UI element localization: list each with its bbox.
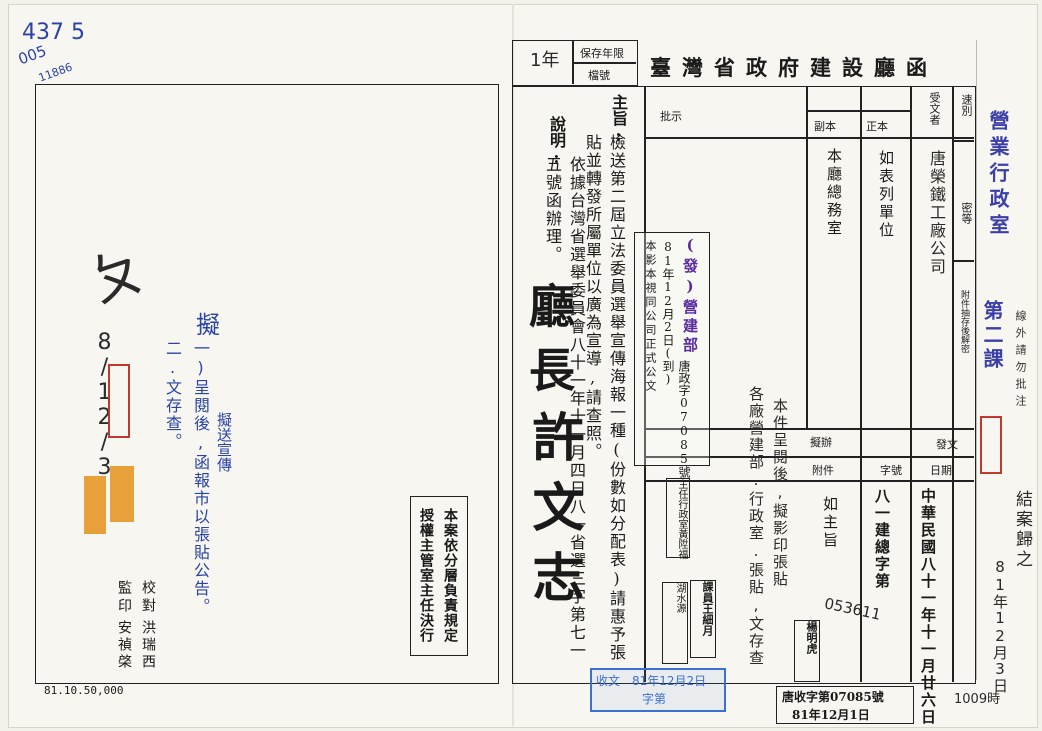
- attachments-value: 如主旨: [821, 496, 839, 550]
- director-label: 廳長: [522, 282, 576, 410]
- subject-label: 主旨:: [609, 94, 628, 145]
- left-page-frame: [35, 84, 499, 684]
- attachments-header: 附件: [812, 464, 834, 477]
- file-no-label: 檔號: [588, 69, 610, 82]
- main-header: 正本: [866, 120, 888, 133]
- handnote-2: 各廠營建部.行政室.張貼,文存查: [747, 386, 765, 667]
- receipt-stamp: 收文 81年12月2日 字第: [590, 668, 726, 712]
- instruction-label: 批示: [660, 110, 682, 123]
- subject-text: 檢送第二屆立法委員選舉宣傳海報一種(份數如分配表)請惠予張貼並轉發所屬單位以廣為…: [583, 134, 626, 662]
- receiver-header: 受文者: [928, 92, 941, 125]
- page-fold: [512, 4, 514, 726]
- orange-seal-2: [84, 476, 106, 534]
- signer-stamp: 楊明虎: [794, 620, 820, 682]
- rule-box: [410, 496, 468, 656]
- left-sig-date: 8/12/3: [92, 330, 117, 480]
- draft-item-2: 二.文存查。: [163, 340, 182, 451]
- document-title: 臺灣省政府建設廳函: [650, 55, 938, 80]
- retention-value: 1年: [530, 50, 560, 71]
- orange-seal-1: [110, 466, 134, 522]
- draft-label: 擬: [196, 311, 220, 339]
- document-paper: [8, 4, 1038, 728]
- clerk-stamp: 課員王細月: [690, 580, 716, 658]
- clerk-name: 王細月: [701, 603, 714, 636]
- footer-code: 81.10.50,000: [44, 684, 124, 697]
- receiver-value: 唐榮鐵工廠公司: [927, 150, 946, 276]
- red-seal-left: [108, 364, 130, 438]
- right-section: 第二課: [980, 300, 1004, 372]
- speed-header: 速別: [960, 94, 973, 116]
- right-department: 營業行政室: [986, 110, 1010, 240]
- copy-header: 副本: [814, 120, 836, 133]
- ministry-no: 唐政字07085號: [677, 360, 691, 478]
- no-header: 字號: [880, 464, 902, 477]
- officer-title: 主任行政室: [676, 479, 687, 529]
- right-date: 81年12月3日: [991, 558, 1009, 693]
- date-header: 日期: [930, 464, 952, 477]
- rule-text-2: 授權主管室主任決行: [418, 508, 434, 643]
- bottom-receipt-box: [776, 686, 914, 724]
- proofread-label: 校對: [140, 580, 156, 616]
- seal-label: 監印: [116, 580, 132, 616]
- attach-header: 附件抽存後解密: [959, 290, 969, 353]
- recv-date: 81年12月2日: [632, 674, 707, 688]
- reply-label: 擬辦: [810, 436, 832, 449]
- time-note: 1009時: [954, 692, 1001, 707]
- handler-stamp: 湖水源: [662, 582, 688, 664]
- recv-title: 收文: [596, 674, 621, 688]
- main-value: 如表列單位: [877, 150, 895, 240]
- date-value: 中華民國八十一年十一月廿六日: [919, 488, 937, 726]
- red-seal-right: [980, 416, 1002, 474]
- clerk-title: 課員: [701, 581, 714, 603]
- ministry-stamp: [634, 232, 710, 466]
- officer-name: 黃陞福: [676, 529, 687, 559]
- right-handwriting: 結案歸之: [1012, 490, 1032, 570]
- ministry-date: 81年12月2日(到): [661, 240, 675, 386]
- bottom-date: 81年12月1日: [792, 708, 870, 722]
- copy-value: 本廳總務室: [825, 148, 843, 238]
- rule-text-1: 本案依分層負責規定: [442, 508, 458, 643]
- explain-label: 說明:: [547, 116, 566, 167]
- send-header: 發文: [936, 438, 958, 451]
- proofread-name: 洪瑞西: [140, 620, 156, 671]
- handnote-1: 本件呈閱後,擬影印張貼: [771, 398, 789, 588]
- bottom-recv: 唐收字第07085號: [782, 690, 884, 704]
- right-page-frame: [512, 86, 976, 684]
- no-value: 八一建總字第: [873, 488, 891, 590]
- ministry-note: 本影本視同公司正式公文: [644, 240, 657, 394]
- explain-text: 依據台灣省選舉委員會八十一年十一月四日八一省選三字第七一五號函辦理。: [543, 156, 586, 660]
- retention-box: [512, 40, 638, 86]
- retention-label: 保存年限: [580, 47, 624, 60]
- secret-header: 密等: [960, 202, 973, 224]
- recv-no-label: 字第: [642, 692, 667, 706]
- draft-note: 擬送宣傳: [215, 412, 233, 472]
- draft-item-1: 一)呈閱後,函報市以張貼公告。: [191, 340, 210, 616]
- top-mark-1: 437 5: [22, 20, 85, 45]
- seal-name: 安禎棨: [116, 620, 132, 671]
- director-name: 許文志: [523, 410, 584, 620]
- margin-text: 線外請勿批注: [1014, 310, 1027, 412]
- ministry-title: (發)營建部: [681, 236, 699, 356]
- officer-stamp: 主任行政室黃陞福: [666, 478, 690, 559]
